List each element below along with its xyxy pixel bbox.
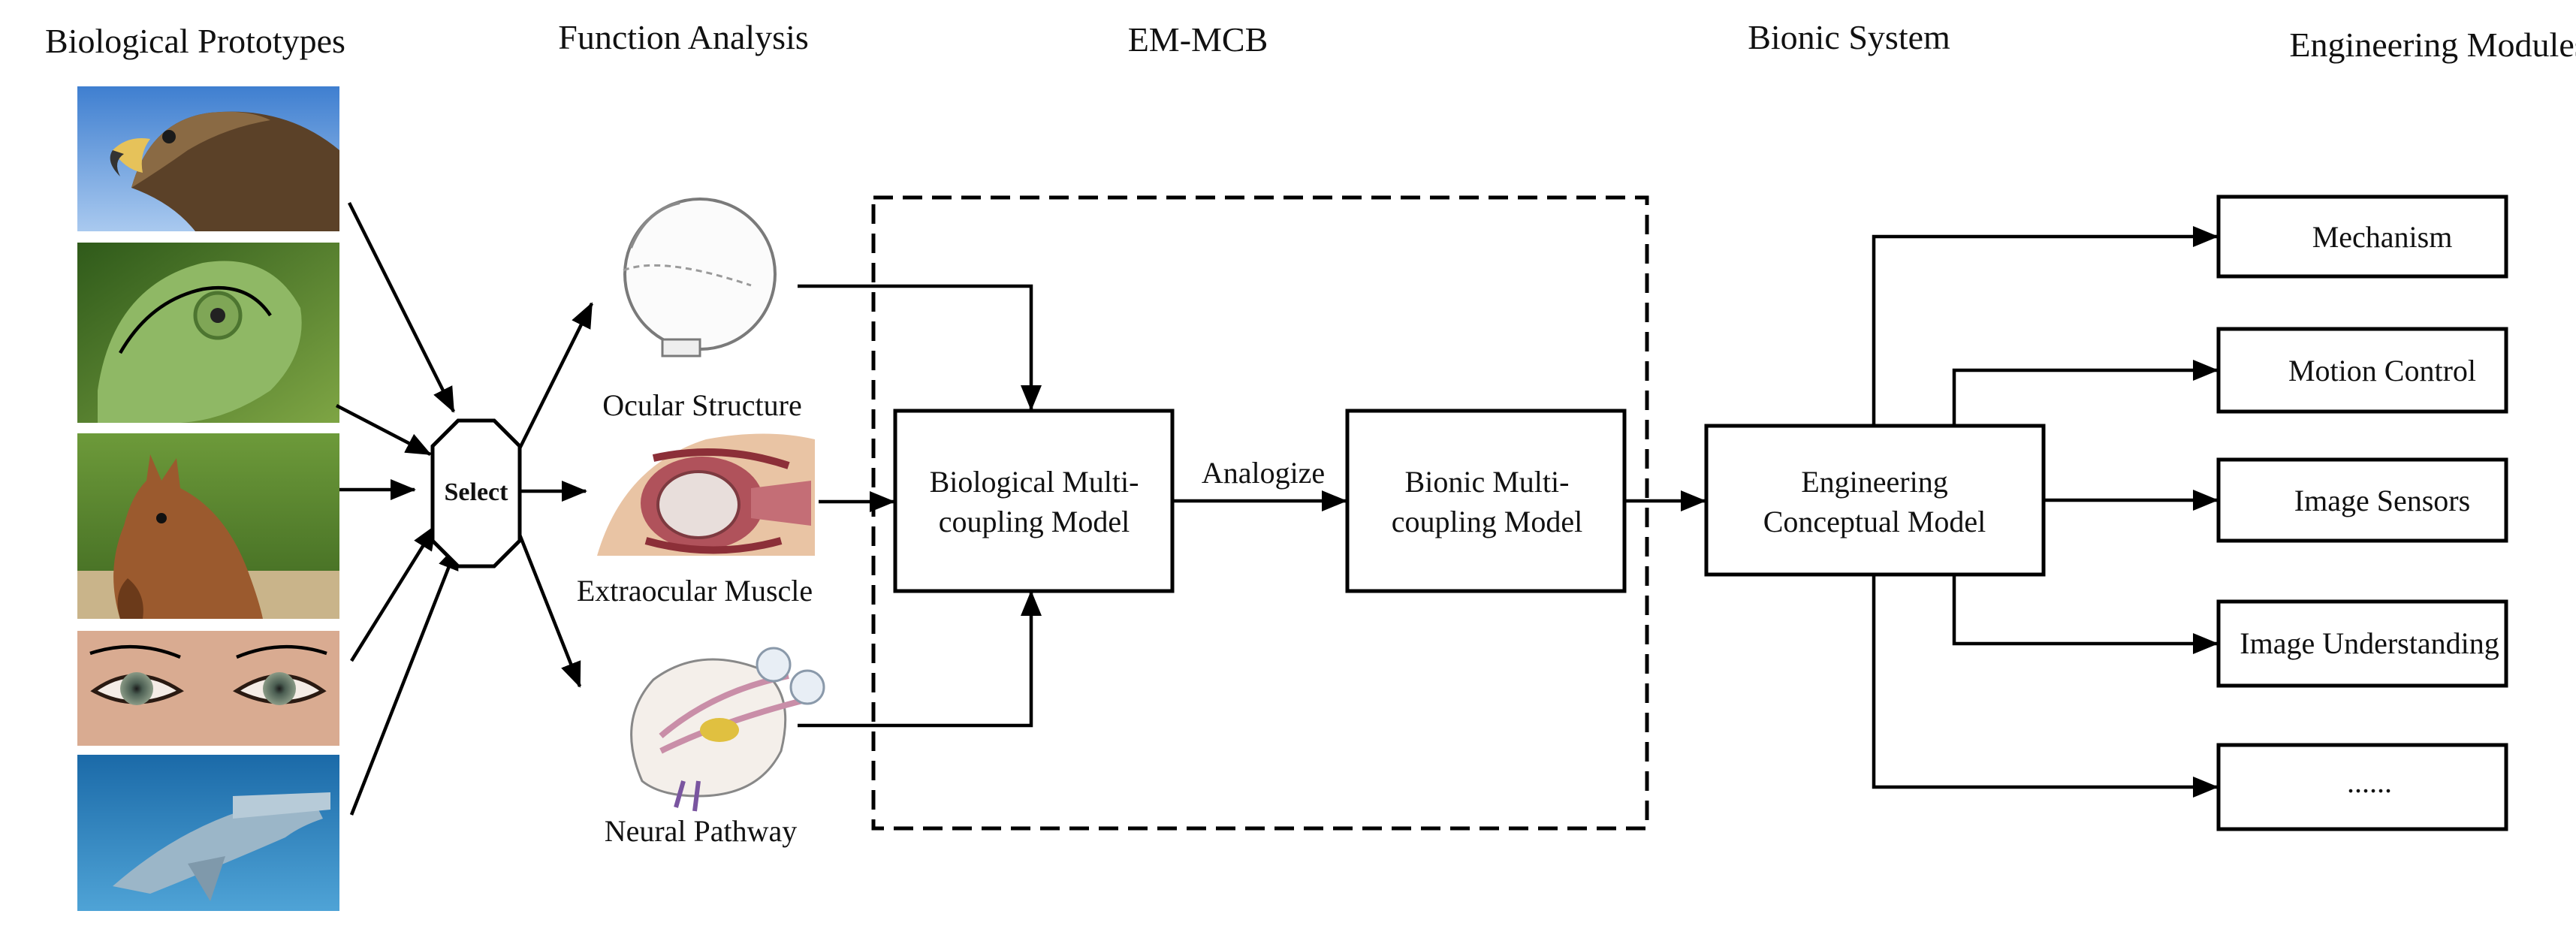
engineering-model-box: Engineering Conceptual Model: [1704, 424, 2046, 577]
prototype-arrows: [335, 201, 460, 816]
biological-model-box: Biological Multi- coupling Model: [893, 409, 1175, 593]
ocular-structure-label: Ocular Structure: [602, 388, 801, 422]
module-arrows: [1872, 226, 2219, 798]
bionic-model-label-1: Bionic Multi-: [1405, 465, 1570, 499]
biological-model-label-1: Biological Multi-: [930, 465, 1139, 499]
module-motion-control: Motion Control: [2216, 327, 2508, 414]
ocular-structure-image: [623, 198, 777, 357]
module-image-sensors: Image Sensors: [2216, 457, 2508, 543]
chameleon-image: [77, 243, 339, 423]
module-mechanism: Mechanism: [2216, 195, 2508, 279]
module-mechanism-label: Mechanism: [2312, 220, 2453, 254]
biological-model-label-2: coupling Model: [939, 505, 1130, 538]
neural-pathway-image: [630, 647, 825, 812]
header-em-mcb: EM-MCB: [1128, 20, 1268, 59]
module-more: ......: [2216, 743, 2508, 831]
module-motion-control-label: Motion Control: [2288, 354, 2476, 388]
hammerhead-shark-image: [77, 755, 339, 911]
extraocular-muscle-label: Extraocular Muscle: [577, 574, 813, 608]
header-engineering-modules: Engineering Modules: [2289, 26, 2576, 64]
module-more-label: ......: [2347, 765, 2392, 799]
select-label: Select: [445, 478, 509, 506]
module-image-understanding: Image Understanding: [2216, 599, 2508, 688]
bionic-model-label-2: coupling Model: [1392, 505, 1582, 538]
select-arrows: [517, 302, 594, 688]
extraocular-muscle-image: [597, 433, 815, 556]
eagle-image: [77, 86, 339, 231]
engineering-model-label-2: Conceptual Model: [1763, 505, 1986, 538]
em-mcb-container: [871, 195, 1649, 831]
engineering-model-label-1: Engineering: [1801, 465, 1948, 499]
analogize-label: Analogize: [1202, 456, 1325, 490]
bionic-model-box: Bionic Multi- coupling Model: [1345, 409, 1627, 593]
header-function-analysis: Function Analysis: [558, 18, 809, 56]
function-to-model-arrows: [798, 284, 1042, 728]
module-image-sensors-label: Image Sensors: [2294, 484, 2470, 517]
module-image-understanding-label: Image Understanding: [2240, 626, 2499, 660]
header-biological-prototypes: Biological Prototypes: [45, 22, 345, 60]
neural-pathway-label: Neural Pathway: [605, 814, 798, 848]
human-eyes-image: [77, 631, 339, 746]
select-node: Select: [430, 418, 522, 569]
horse-image: [77, 433, 339, 619]
header-bionic-system: Bionic System: [1748, 18, 1950, 56]
